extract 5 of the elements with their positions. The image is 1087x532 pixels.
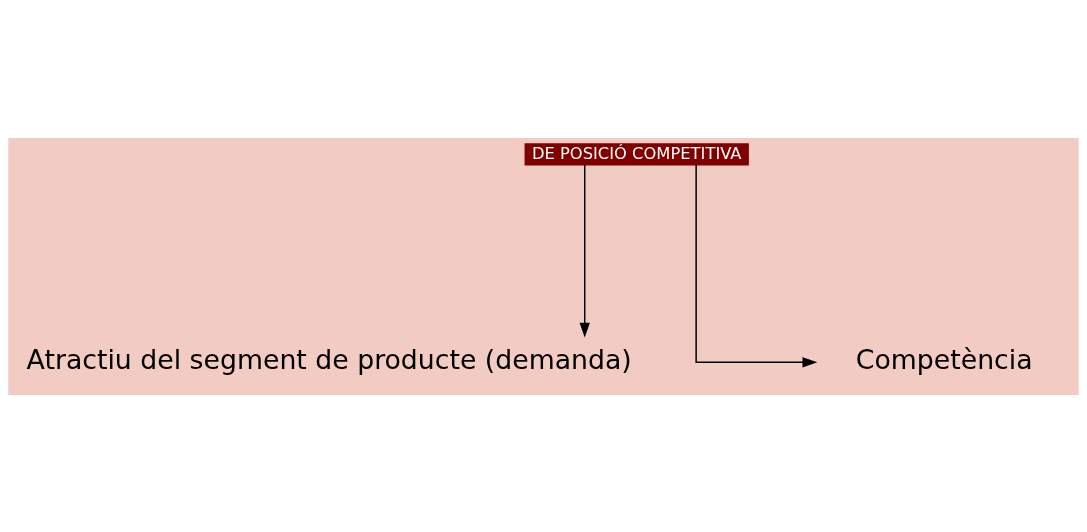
node-text: Atractiu del segment de producte (demanda) [26,343,632,375]
node-text: Competència [855,343,1033,375]
arrow [695,163,818,368]
arrow [579,163,590,338]
node-box: DE POSICIÓ COMPETITIVA [524,142,749,165]
